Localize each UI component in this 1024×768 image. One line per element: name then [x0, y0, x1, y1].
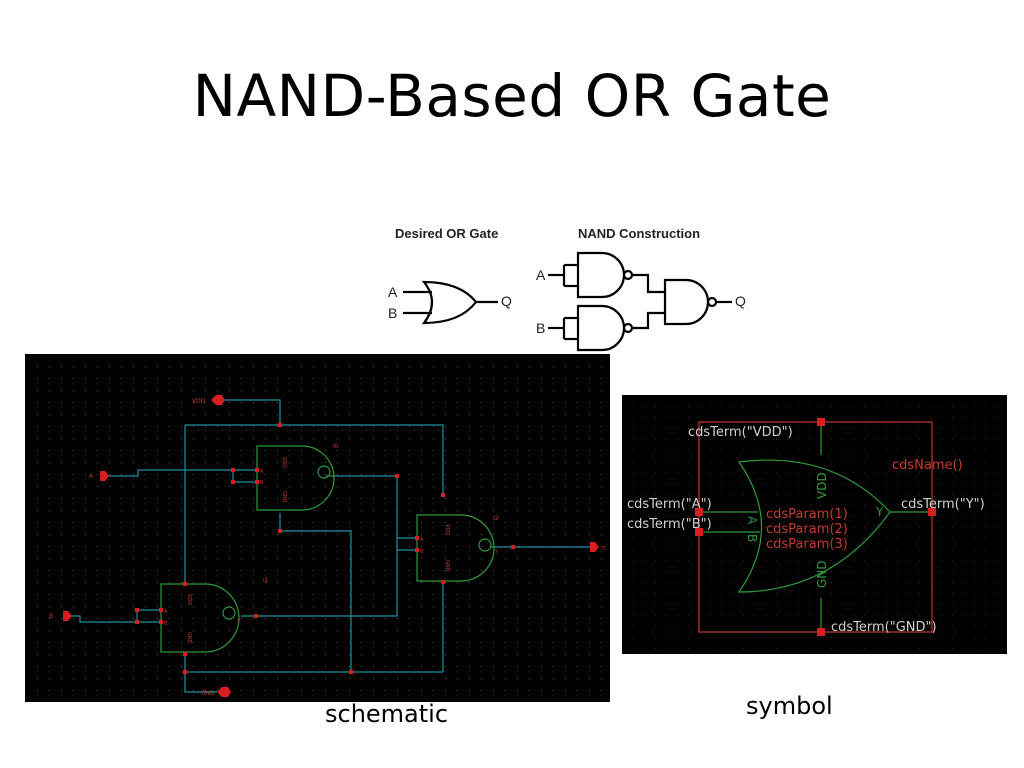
reference-gates	[403, 251, 732, 352]
schematic-node	[349, 670, 353, 674]
sch-y-label: Y	[601, 545, 606, 552]
nand-output-q: Q	[735, 293, 746, 309]
cds-param-1: cdsParam(1)	[766, 507, 848, 522]
i0-pin-gnd: GND	[281, 491, 287, 503]
nand-input-a: A	[536, 267, 546, 283]
schematic-grid	[37, 366, 602, 691]
nand-gate-i2	[416, 514, 495, 582]
schematic-node	[278, 529, 282, 533]
schematic-pin-shapes	[63, 395, 599, 697]
or-output-q: Q	[501, 293, 512, 309]
symbol-pin-squares	[695, 418, 936, 636]
term-vdd-label: cdsTerm("VDD")	[688, 425, 793, 440]
i1-pin-gnd: GND	[186, 632, 192, 644]
symbol-gnd-inner: GND	[815, 560, 829, 588]
symbol-panel: VDD GND A B Y cdsTerm("VDD") cdsTerm("A"…	[622, 395, 1007, 654]
sch-b-label: B	[49, 613, 53, 620]
desired-or-label: Desired OR Gate	[395, 226, 499, 241]
i2-pin-b: B	[420, 549, 424, 555]
or-input-a: A	[388, 284, 398, 300]
schematic-node	[395, 474, 399, 478]
schematic-node	[415, 548, 419, 552]
symbol-y-inner: Y	[875, 505, 884, 519]
schematic-node	[278, 423, 282, 427]
schematic-node	[441, 580, 445, 584]
symbol-bounding-box	[698, 421, 933, 633]
gnd-pin-shape	[217, 687, 231, 697]
reference-diagram: Desired OR Gate NAND Construction	[380, 222, 780, 358]
b-pin-shape	[63, 611, 72, 621]
i1-pin-vdd: VDD	[186, 594, 192, 605]
nand-input-b: B	[536, 320, 546, 336]
y-pin-shape	[590, 542, 599, 552]
slide-title: NAND-Based OR Gate	[192, 62, 832, 130]
inst-i0-name: I0	[333, 443, 339, 450]
i2-pin-a: A	[420, 537, 424, 543]
i1-pin-y: Y	[236, 619, 241, 625]
term-a-label: cdsTerm("A")	[627, 497, 712, 512]
symbol-y-square	[928, 508, 936, 516]
nand-gate-i1	[160, 583, 240, 653]
schematic-node	[511, 545, 515, 549]
i1-pin-b: B	[164, 621, 168, 627]
inst-i2-name: I2	[493, 515, 499, 522]
inst-i1-name: I1	[263, 577, 269, 584]
nand-gate-i0	[256, 445, 335, 511]
cds-param-3: cdsParam(3)	[766, 537, 848, 552]
schematic-node	[255, 468, 259, 472]
sch-a-label: A	[89, 473, 94, 480]
or-gate-symbol	[403, 280, 498, 325]
schematic-node	[159, 608, 163, 612]
schematic-node	[183, 582, 187, 586]
i2-pin-gnd: GND	[444, 560, 450, 572]
vdd-pin-shape	[211, 395, 225, 405]
or-input-b: B	[388, 305, 398, 321]
symbol-vdd-inner: VDD	[815, 472, 829, 499]
nand-construction-label: NAND Construction	[578, 226, 701, 241]
term-b-label: cdsTerm("B")	[627, 517, 712, 532]
schematic-node	[135, 620, 139, 624]
i1-pin-a: A	[164, 609, 168, 615]
schematic-node	[231, 480, 235, 484]
symbol-gnd-square	[817, 628, 825, 636]
i0-pin-b: B	[260, 480, 264, 486]
symbol-vdd-square	[817, 418, 825, 426]
i0-pin-vdd: VDD	[281, 457, 287, 468]
schematic-node	[183, 652, 187, 656]
symbol-b-inner: B	[745, 534, 759, 542]
term-y-label: cdsTerm("Y")	[901, 497, 985, 512]
schematic-node	[231, 468, 235, 472]
sch-vdd-label: VDD	[192, 398, 206, 405]
symbol-a-inner: A	[745, 516, 759, 525]
schematic-node	[441, 493, 445, 497]
symbol-canvas: VDD GND A B Y cdsTerm("VDD") cdsTerm("A"…	[627, 406, 997, 649]
symbol-a-square	[695, 508, 703, 516]
i0-pin-a: A	[260, 469, 264, 475]
or-gate-shape	[699, 422, 932, 632]
schematic-node	[254, 614, 258, 618]
schematic-node	[135, 608, 139, 612]
i2-pin-vdd: VDD	[444, 524, 450, 535]
symbol-b-square	[695, 528, 703, 536]
i2-pin-y: Y	[494, 549, 499, 555]
schematic-canvas: VDD GND A B Y I0 I1 I2 A B Y VDD GND A B…	[37, 366, 606, 697]
schematic-node	[183, 670, 187, 674]
symbol-grid	[633, 406, 997, 649]
schematic-node	[415, 536, 419, 540]
term-gnd-label: cdsTerm("GND")	[831, 620, 937, 635]
cds-param-2: cdsParam(2)	[766, 522, 848, 537]
symbol-caption: symbol	[746, 692, 833, 720]
sch-gnd-label: GND	[201, 690, 215, 697]
schematic-nodes	[135, 423, 515, 674]
cds-name-label: cdsName()	[892, 458, 963, 473]
a-pin-shape	[100, 471, 109, 481]
schematic-caption: schematic	[325, 700, 449, 728]
schematic-node	[255, 480, 259, 484]
nand-construction-symbol	[548, 251, 732, 352]
schematic-panel: VDD GND A B Y I0 I1 I2 A B Y VDD GND A B…	[25, 354, 610, 702]
schematic-node	[159, 620, 163, 624]
schematic-wires	[71, 399, 590, 693]
i0-pin-y: Y	[331, 475, 336, 481]
